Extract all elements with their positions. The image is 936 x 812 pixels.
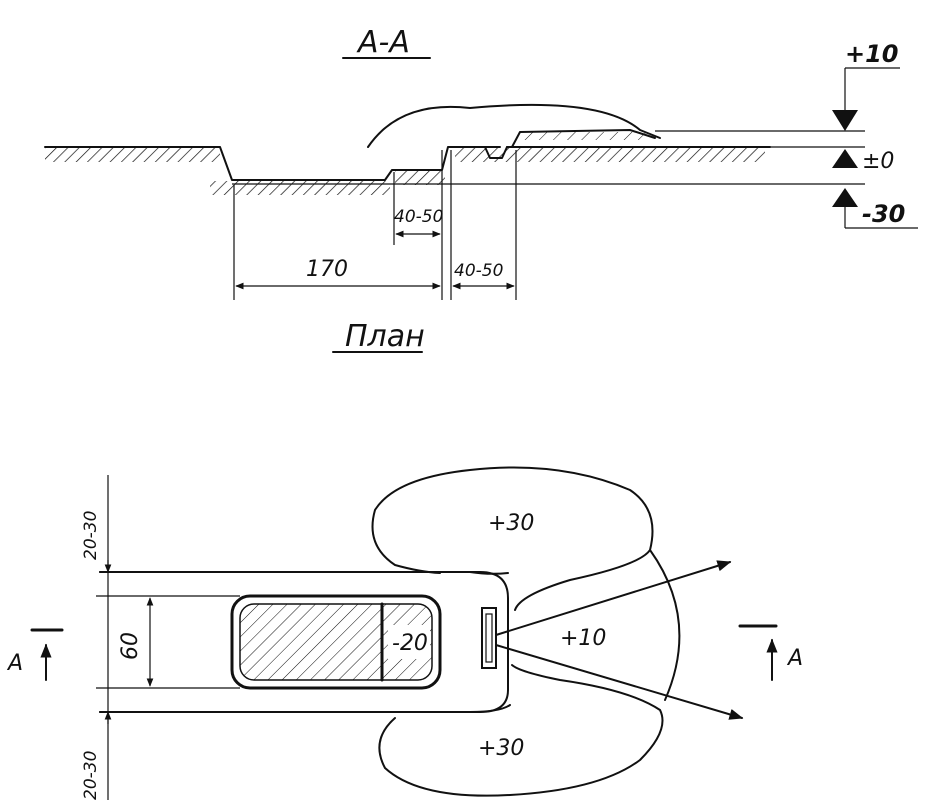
dim-step-label: 40-50 [394, 207, 443, 227]
section-mark-left-label: A [6, 651, 23, 676]
sector-arrow-upper [495, 560, 732, 636]
elev-bottom-marker [832, 188, 858, 207]
plan-view: План -20 +30 +10 +30 20-30 60 20-30 [6, 319, 803, 800]
sector-arrow-lower [495, 644, 744, 720]
ground-hatch-bottom [210, 181, 390, 195]
zone-upper-mound: +30 [488, 511, 534, 536]
ground-hatch-right [455, 148, 765, 162]
ground-hatch-left [45, 148, 220, 162]
zone-trench-step: -20 [392, 631, 428, 656]
embrasure-inner [485, 613, 493, 663]
dim-bottom-margin-label: 20-30 [81, 751, 101, 800]
dim-berm-label: 40-50 [454, 261, 503, 281]
section-mark-right-label: A [786, 646, 803, 671]
zone-lower-mound: +30 [478, 736, 524, 761]
elev-top-label: +10 [845, 40, 899, 68]
section-title: А-А [356, 25, 410, 60]
trench-outline [99, 571, 509, 713]
dim-pit-label: 170 [306, 257, 348, 282]
plan-title: План [345, 319, 425, 354]
section-view: А-А +10 ±0 -30 [44, 25, 918, 300]
step-label-bg [388, 625, 430, 659]
mound-hatch [520, 132, 650, 140]
parapet-mound [367, 103, 661, 148]
elev-top-marker [832, 110, 858, 131]
elev-bottom-label: -30 [862, 200, 905, 228]
pit-profile [44, 146, 501, 181]
pit-inner [239, 603, 433, 681]
dim-width-label: 60 [118, 632, 143, 660]
dim-top-margin-label: 20-30 [81, 511, 101, 560]
drain-notch [484, 146, 508, 159]
elev-ground-label: ±0 [862, 149, 894, 174]
zone-front-mound: +10 [560, 626, 606, 651]
embrasure-outer [481, 607, 497, 669]
pit-outer [230, 594, 442, 690]
elev-ground-marker [832, 149, 858, 168]
ground-hatch-step [395, 171, 445, 185]
